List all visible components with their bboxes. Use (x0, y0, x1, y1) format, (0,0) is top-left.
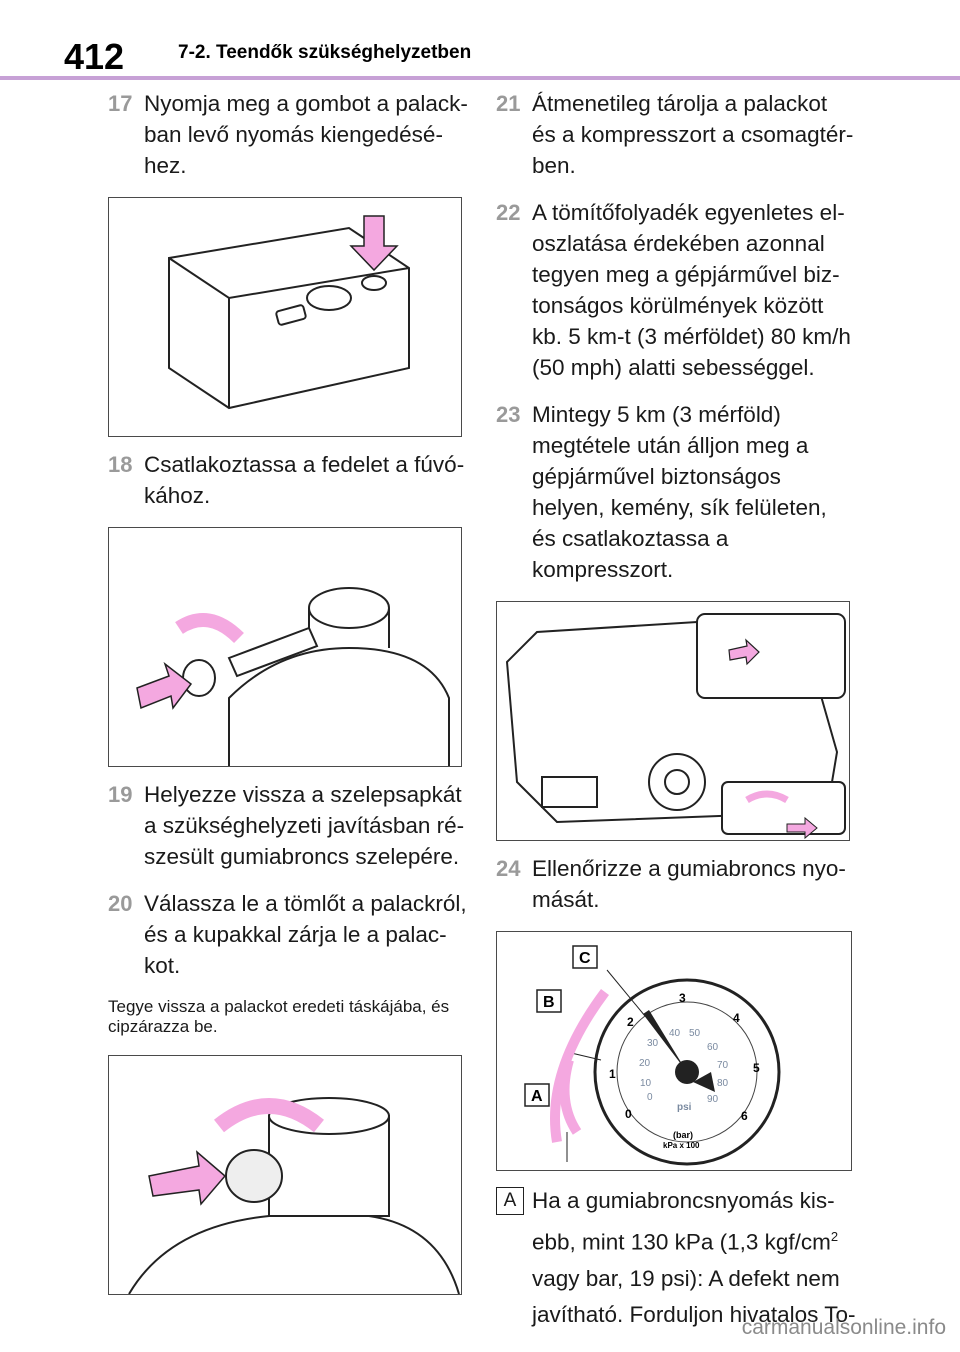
callout-A: A Ha a gumiabroncsnyomás kis­ebb, mint 1… (496, 1183, 856, 1333)
step-text: Válassza le a tömlőt a palackról, és a k… (144, 891, 467, 978)
page-number: 412 (64, 36, 125, 77)
figure-pressure-gauge: 0 1 2 3 4 5 6 0 10 20 30 40 50 60 70 80 … (496, 931, 852, 1171)
step-number: 17 (108, 91, 133, 116)
psi-tick-80: 80 (717, 1078, 729, 1089)
bar-tick-5: 5 (753, 1061, 760, 1075)
step-20: 20 Válassza le a tömlőt a palackról, és … (108, 888, 468, 981)
step-23: 23 Mintegy 5 km (3 mérföld) megté­tele u… (496, 399, 856, 585)
bar-tick-4: 4 (733, 1011, 740, 1025)
note-text: Tegye vissza a palackot eredeti táská­já… (108, 997, 450, 1036)
bar-tick-0: 0 (625, 1107, 632, 1121)
psi-tick-70: 70 (717, 1060, 729, 1071)
step-text: Csatlakoztassa a fedelet a fúvó­kához. (144, 452, 465, 508)
step-21: 21 Átmenetileg tárolja a palackot és a k… (496, 88, 856, 181)
psi-tick-50: 50 (689, 1028, 701, 1039)
psi-tick-0: 0 (647, 1092, 653, 1103)
header-rule (0, 76, 960, 80)
bar-tick-3: 3 (679, 991, 686, 1005)
callout-badge-A: A (496, 1187, 524, 1215)
left-column: 17 Nyomja meg a gombot a palack­ban levő… (108, 88, 468, 1307)
step-text: Helyezze vissza a szelepsapkát a szükség… (144, 782, 465, 869)
step-22: 22 A tömítőfolyadék egyenletes el­oszlat… (496, 197, 856, 383)
step-24: 24 Ellenőrizze a gumiabroncs nyo­mását. (496, 853, 856, 915)
figure-close-bottle (108, 1055, 462, 1295)
callout-superscript: 2 (830, 1229, 839, 1244)
kpa-unit: kPa x 100 (663, 1141, 700, 1150)
step-text: Mintegy 5 km (3 mérföld) megté­tele után… (532, 402, 827, 582)
figure-cap-nozzle (108, 527, 462, 767)
gauge-label-B: B (543, 994, 555, 1011)
step-number: 20 (108, 891, 133, 916)
step-17: 17 Nyomja meg a gombot a palack­ban levő… (108, 88, 468, 181)
callout-text-start: Ha a gumiabroncsnyomás kis­ebb, mint 130… (532, 1188, 835, 1255)
figure-bottle-button (108, 197, 462, 437)
gauge-label-C: C (579, 950, 591, 967)
psi-tick-90: 90 (707, 1094, 719, 1105)
watermark: carmanualsonline.info (741, 1316, 946, 1339)
callout-text-end: vagy bar, 19 psi): A defekt nem javíthat… (532, 1265, 856, 1327)
step-18: 18 Csatlakoztassa a fedelet a fúvó­kához… (108, 449, 468, 511)
step-number: 19 (108, 782, 133, 807)
psi-tick-40: 40 (669, 1028, 681, 1039)
bar-unit: (bar) (673, 1130, 693, 1140)
psi-tick-20: 20 (639, 1058, 651, 1069)
bar-tick-2: 2 (627, 1015, 634, 1029)
psi-unit: psi (677, 1102, 692, 1113)
psi-tick-60: 60 (707, 1042, 719, 1053)
psi-tick-10: 10 (640, 1078, 652, 1089)
step-number: 21 (496, 91, 521, 116)
step-number: 22 (496, 200, 521, 225)
right-column: 21 Átmenetileg tárolja a palackot és a k… (496, 88, 856, 1333)
step-text: Átmenetileg tárolja a palackot és a komp… (532, 91, 854, 178)
step-text: A tömítőfolyadék egyenletes el­oszlatása… (532, 200, 851, 380)
step-text: Nyomja meg a gombot a palack­ban levő ny… (144, 91, 468, 178)
gauge-label-A: A (531, 1088, 543, 1105)
step-text: Ellenőrizze a gumiabroncs nyo­mását. (532, 856, 846, 912)
figure-car-compressor (496, 601, 850, 841)
section-title: 7-2. Teendők szükséghelyzetben (178, 42, 472, 63)
step-number: 18 (108, 452, 133, 477)
step-number: 24 (496, 856, 521, 881)
bar-tick-1: 1 (609, 1067, 616, 1081)
step-19: 19 Helyezze vissza a szelepsapkát a szük… (108, 779, 468, 872)
step-number: 23 (496, 402, 521, 427)
bar-tick-6: 6 (741, 1109, 748, 1123)
psi-tick-30: 30 (647, 1038, 659, 1049)
